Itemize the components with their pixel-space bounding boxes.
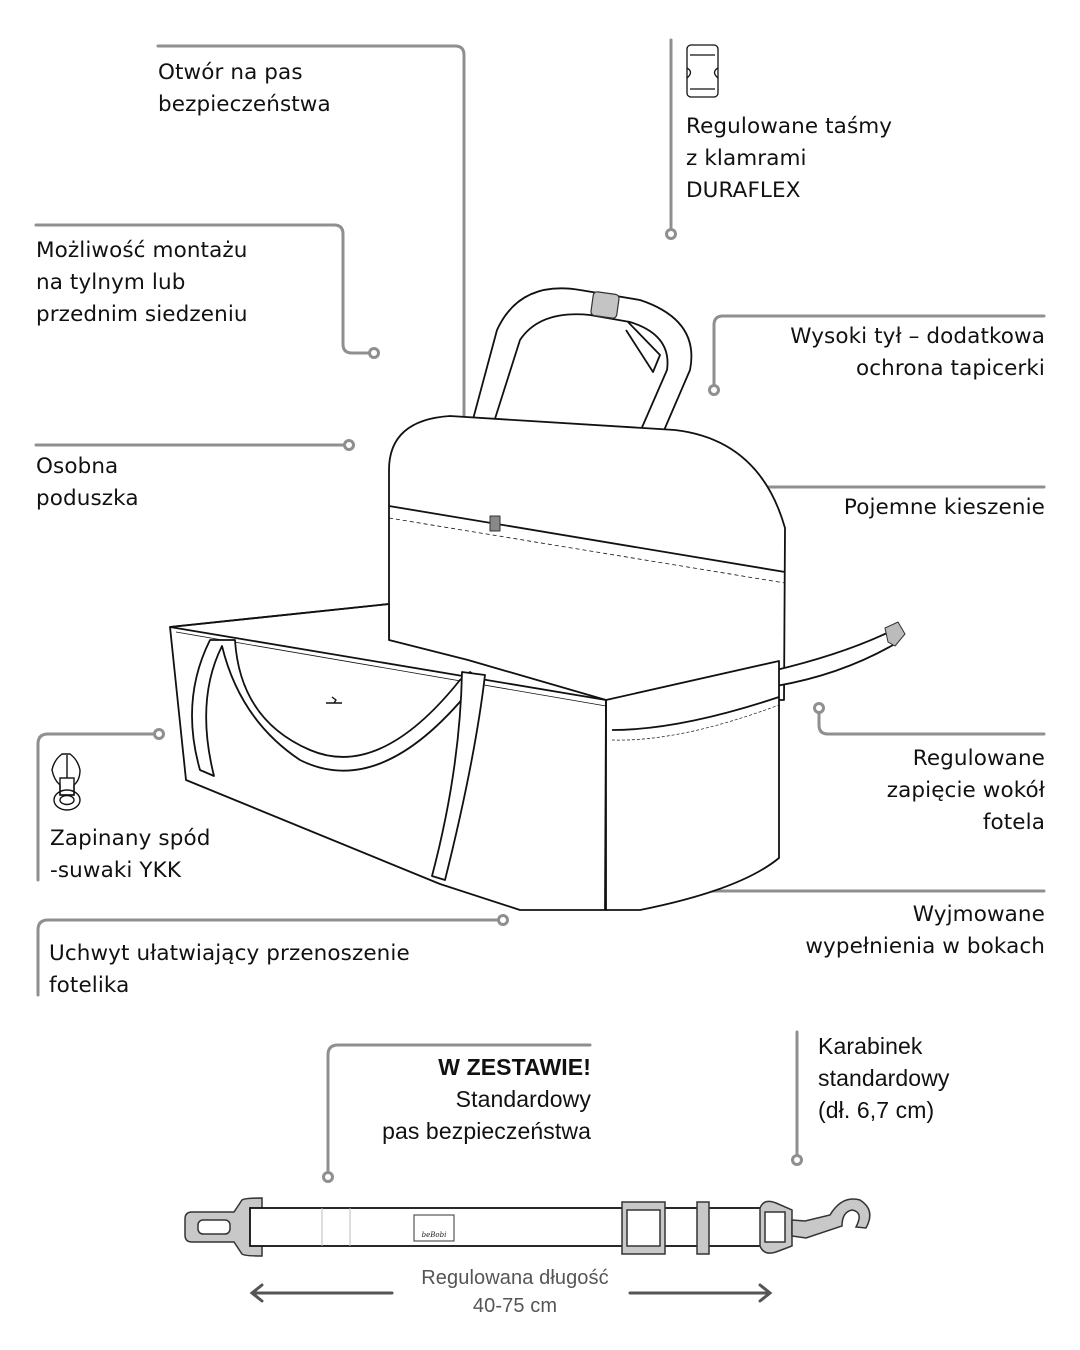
leader-high-back	[712, 314, 1046, 387]
buckle-icon	[686, 44, 719, 98]
callout-carry-handle: Uchwyt ułatwiający przenoszenie fotelika	[49, 941, 410, 998]
logo-mark	[326, 696, 342, 704]
callout-separate-cushion: Osobna poduszka	[36, 454, 139, 511]
side-buckle	[884, 621, 906, 647]
callout-seatbelt-hole: Otwór na pas bezpieczeństwa	[158, 60, 331, 117]
carabiner-hook	[791, 1198, 871, 1239]
leader-zip	[36, 732, 156, 882]
leader-dot	[343, 439, 355, 451]
seatbelt-illustration	[184, 1197, 871, 1303]
belt-keeper	[696, 1201, 710, 1255]
side-strap	[771, 632, 894, 687]
leader-dot	[322, 1171, 334, 1183]
callout-removable-filling: Wyjmowane wypełnienia w bokach	[805, 902, 1045, 959]
leader-fastening	[817, 711, 1046, 736]
car-seat-illustration	[169, 287, 906, 911]
belt-length-label: Regulowana długość 40-75 cm	[421, 1267, 609, 1317]
callout-pockets: Pojemne kieszenie	[843, 495, 1045, 520]
pocket-tab	[489, 515, 501, 532]
included-badge: W ZESTAWIE!	[438, 1054, 591, 1080]
callout-high-back: Wysoki tył – dodatkowa ochrona tapicerki	[790, 324, 1045, 381]
callout-mounting: Możliwość montażu na tylnym lub przednim…	[36, 238, 248, 327]
leader-dot	[153, 728, 165, 740]
leader-mounting	[34, 223, 371, 355]
leader-handle	[36, 918, 500, 997]
zipper-icon	[51, 753, 81, 811]
leader-seatbelt-hole	[156, 44, 466, 633]
leader-dot	[708, 384, 720, 396]
callout-carabiner: Karabinek standardowy (dł. 6,7 cm)	[818, 1033, 950, 1123]
belt-logo-box	[413, 1214, 455, 1242]
carry-handle	[191, 639, 481, 777]
callout-included-belt: W ZESTAWIE! Standardowy pas bezpieczeńst…	[382, 1051, 591, 1147]
leader-dot	[791, 1154, 803, 1166]
callout-adjustable-fastening: Regulowane zapięcie wokół fotela	[886, 746, 1045, 835]
leader-dot	[665, 228, 677, 240]
backrest	[388, 415, 786, 701]
headrest-buckle	[590, 291, 620, 319]
length-arrows	[249, 1283, 773, 1303]
headrest-strap	[471, 287, 693, 436]
callout-straps: Regulowane taśmy z klamrami DURAFLEX	[686, 114, 893, 203]
callout-zip-bottom: Zapinany spód -suwaki YKK	[50, 826, 211, 883]
leader-dot	[813, 702, 825, 714]
leader-dot	[497, 914, 509, 926]
leader-dot	[368, 347, 380, 359]
leader-included	[326, 1043, 592, 1174]
belt-logo: beBobi	[421, 1231, 447, 1239]
base-front	[605, 660, 780, 911]
